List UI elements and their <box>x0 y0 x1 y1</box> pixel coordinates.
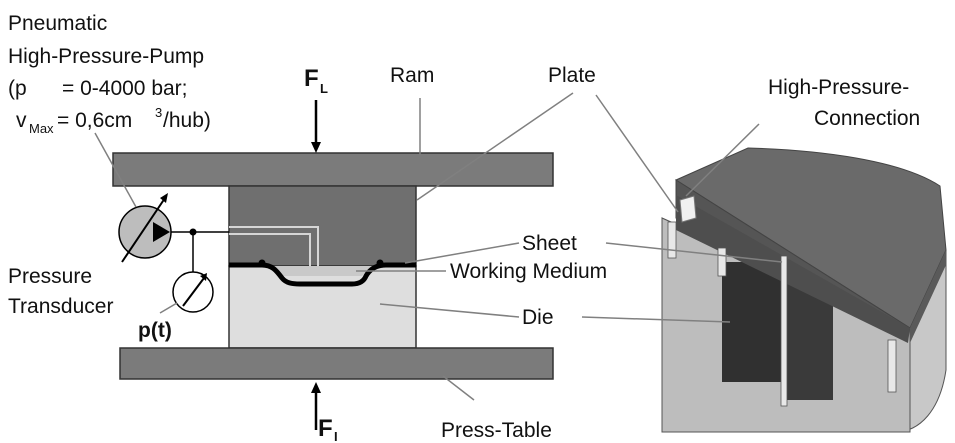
model-pin-2 <box>717 247 727 277</box>
sheet-seal-right <box>376 259 384 267</box>
model-pin-4 <box>887 339 897 393</box>
pump-label-line4-suffix: /hub) <box>163 109 211 132</box>
hp-connection-label-line2: Connection <box>814 107 920 130</box>
pressure-transducer-label-line2: Transducer <box>8 295 113 318</box>
press-table-label: Press-Table <box>441 419 552 442</box>
model-pin-1 <box>667 221 677 259</box>
sheet-label: Sheet <box>522 232 577 255</box>
pump-icon <box>118 193 172 263</box>
pressure-transducer-label-line1: Pressure <box>8 265 92 288</box>
pump-label-line2: High-Pressure-Pump <box>8 45 204 68</box>
plate-label: Plate <box>548 64 596 87</box>
upper-beam <box>112 152 554 187</box>
model-hp-connector <box>679 195 697 223</box>
pump-label-line3-value: = 0-4000 bar; <box>62 77 188 100</box>
hp-connection-label-line1: High-Pressure- <box>768 76 909 99</box>
pump-label-line4-v: v <box>16 109 27 132</box>
arrow-down-icon <box>311 100 321 153</box>
sheet-seal-left <box>258 259 266 267</box>
pressure-signal-label: p(t) <box>138 319 172 342</box>
model-pin-3 <box>780 255 788 407</box>
leader-lines <box>94 92 574 401</box>
working-medium-cavity <box>267 266 378 276</box>
pump-label-line4-sub: Max <box>29 121 54 136</box>
sheet <box>229 262 416 287</box>
model-plate-side <box>676 195 910 343</box>
pump-label-line4-value: = 0,6cm <box>57 109 132 132</box>
model-plate-right <box>910 250 946 343</box>
press-table-beam <box>119 347 554 380</box>
pump-label-line4-sup: 3 <box>155 105 162 120</box>
die-body <box>228 265 417 349</box>
model-leader-lines <box>581 94 783 323</box>
tool-3d-model <box>661 147 947 433</box>
working-medium-label: Working Medium <box>450 260 607 283</box>
force-top-label: F <box>304 65 319 92</box>
force-top-sub: L <box>320 81 328 96</box>
force-bottom-sub: I <box>334 429 338 443</box>
pump-label-line3-prefix: (p <box>8 77 27 100</box>
force-bottom-label: F <box>318 415 333 442</box>
pressure-gauge-icon <box>172 271 214 313</box>
model-top-surface <box>674 147 947 329</box>
fluid-channel <box>229 226 319 266</box>
pump-label-line1: Pneumatic <box>8 12 107 35</box>
arrow-up-icon <box>311 382 321 430</box>
die-label: Die <box>522 306 554 329</box>
ram-label: Ram <box>390 64 434 87</box>
